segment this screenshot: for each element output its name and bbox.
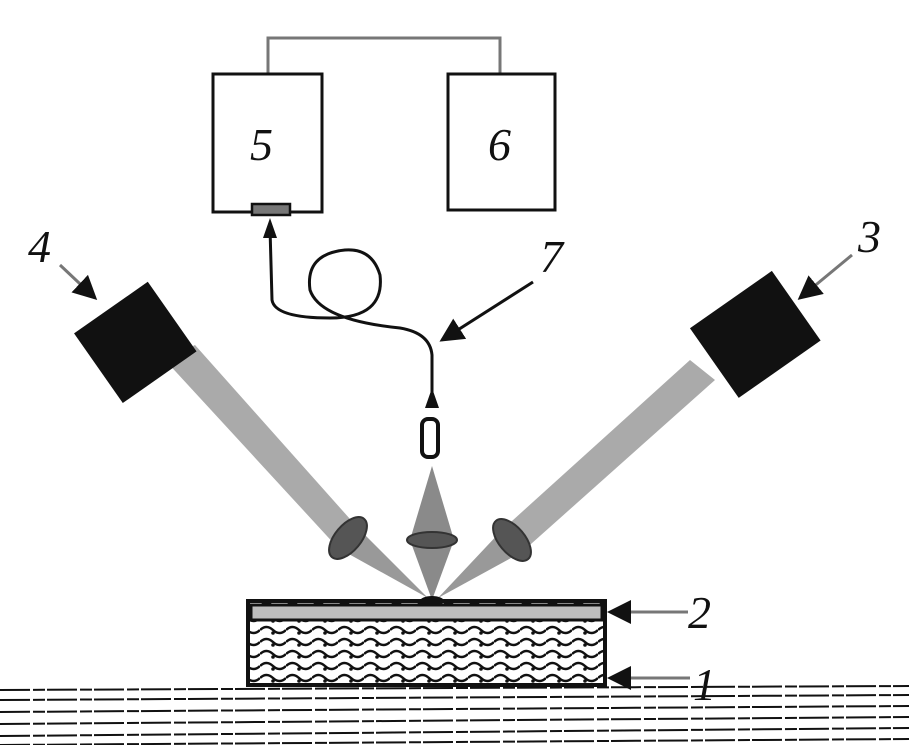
collection-optics	[406, 466, 458, 600]
connection-cable	[266, 36, 502, 73]
fiber-connector	[250, 202, 292, 217]
film-layer	[249, 603, 604, 622]
arrow-4-icon	[58, 263, 98, 301]
label-3: 3	[857, 211, 881, 262]
label-1: 1	[693, 659, 716, 710]
label-5: 5	[250, 119, 273, 170]
table-surface	[0, 685, 909, 745]
spectrometer-box: 5	[211, 72, 324, 217]
computer-box: 6	[446, 72, 557, 212]
sample	[246, 596, 607, 687]
label-4: 4	[28, 221, 51, 272]
collimator	[420, 417, 440, 459]
fiber-tip-arrow-icon	[425, 388, 439, 408]
label-7: 7	[540, 231, 565, 282]
optical-fiber	[263, 218, 440, 459]
arrow-3-icon	[797, 253, 853, 300]
arrow-7-icon	[439, 280, 534, 342]
camera-right	[438, 270, 821, 598]
camera-left	[74, 281, 428, 598]
fiber-arrow-up-icon	[263, 218, 277, 238]
label-2: 2	[688, 587, 711, 638]
label-6: 6	[488, 119, 511, 170]
